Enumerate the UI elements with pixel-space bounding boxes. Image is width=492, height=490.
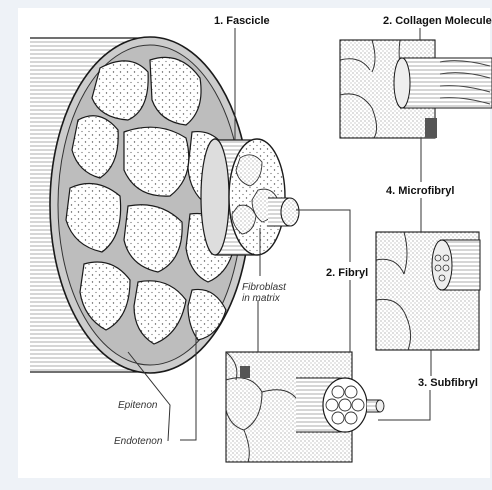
label-microfibryl: 4. Microfibryl (386, 185, 454, 197)
label-subfibryl: 3. Subfibryl (418, 377, 478, 389)
collagen-molecule-inset (340, 40, 492, 138)
label-epitenon: Epitenon (118, 400, 158, 411)
label-fibroblast: Fibroblast (242, 282, 287, 293)
fibryl-inset (226, 352, 384, 462)
label-in-matrix: in matrix (242, 293, 281, 304)
label-collagen-molecule: 2. Collagen Molecule (383, 15, 492, 27)
fibryl-cylinder (268, 198, 299, 226)
label-endotenon: Endotenon (114, 436, 163, 447)
fascicle-cylinder (201, 139, 285, 255)
label-fascicle: 1. Fascicle (214, 15, 270, 27)
label-fibryl: 2. Fibryl (326, 267, 368, 279)
microfibryl-inset (376, 232, 480, 350)
